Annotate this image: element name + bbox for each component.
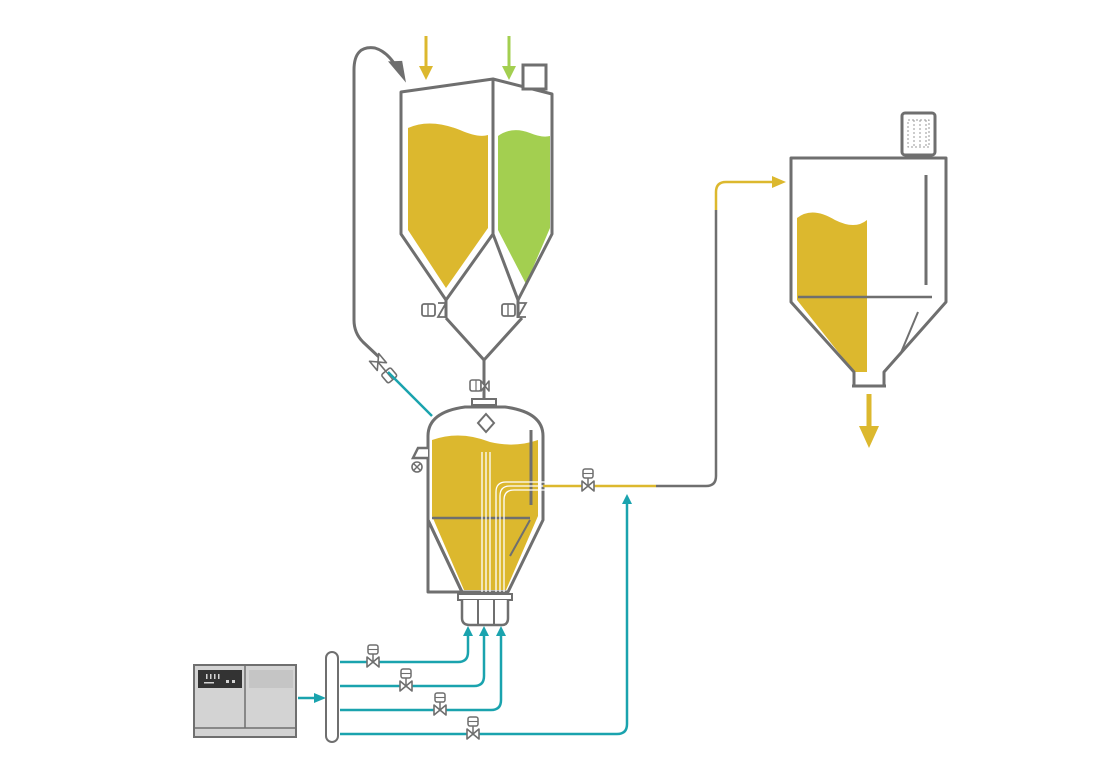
level-sensor xyxy=(476,412,496,434)
inlet-yellow-arrow xyxy=(419,36,433,80)
inlet-green-arrow xyxy=(502,36,516,80)
feed-silo-right-contents xyxy=(498,130,550,284)
air-valve-1[interactable] xyxy=(366,644,380,668)
side-port xyxy=(410,446,428,460)
air-valve-3[interactable] xyxy=(433,692,447,716)
slide-gate-valve-right[interactable] xyxy=(501,302,528,318)
air-valve-2[interactable] xyxy=(399,668,413,692)
mixing-vessel xyxy=(410,398,575,627)
feed-silo-left-contents xyxy=(408,123,488,288)
side-port-valve-icon xyxy=(411,461,423,473)
mixing-vessel-contents xyxy=(432,435,538,590)
mixer-inlet-valve[interactable] xyxy=(469,379,490,392)
air-manifold xyxy=(325,651,339,743)
converging-chute xyxy=(444,316,524,362)
air-arrowheads xyxy=(314,494,632,703)
silo-vent-filter xyxy=(521,63,548,91)
slide-gate-valve-left[interactable] xyxy=(421,302,448,318)
recirculation-valve[interactable] xyxy=(368,352,398,384)
transfer-line xyxy=(543,176,786,492)
receiver-vent-filter xyxy=(900,111,937,157)
control-cabinet xyxy=(193,664,297,738)
control-panel-display xyxy=(198,670,242,688)
receiver-hopper xyxy=(789,111,948,448)
feed-silo-left xyxy=(399,77,495,302)
transfer-valve[interactable] xyxy=(581,468,595,492)
air-supply-lines xyxy=(298,500,629,736)
air-valve-4[interactable] xyxy=(466,716,480,740)
silo-group xyxy=(399,36,554,400)
receiver-hopper-contents xyxy=(797,212,867,372)
recirculation-line xyxy=(352,46,433,417)
outlet-arrow xyxy=(859,394,879,448)
